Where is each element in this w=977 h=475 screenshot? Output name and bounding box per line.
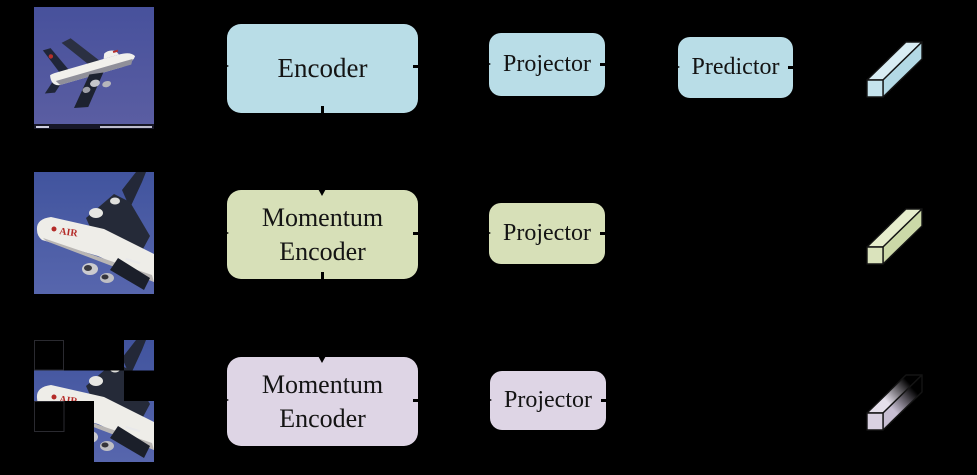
predictor-label: Predictor <box>691 54 780 80</box>
mask-patch-outlines <box>34 340 65 432</box>
arrow-stub-encoder-out <box>413 65 422 68</box>
airplane-photo-view-1 <box>34 7 154 129</box>
arrow-stub-projector-online-out <box>600 63 609 66</box>
encoder-box: Encoder <box>227 24 418 113</box>
momentum-encoder-label: Momentum Encoder <box>261 203 384 266</box>
projector-label: Projector <box>503 220 591 246</box>
mask-patches <box>34 340 154 462</box>
ema-arrowhead-into-momentum-encoder <box>317 187 327 196</box>
arrow-stub-momentum-encoder-out <box>413 232 422 235</box>
projector-label: Projector <box>504 387 592 413</box>
momentum-representation-bar <box>864 203 924 265</box>
arrowhead-into-projector-masked <box>482 395 492 405</box>
momentum-encoder-box-masked: Momentum Encoder <box>227 357 418 446</box>
projector-box-online: Projector <box>489 33 605 96</box>
arrow-stub-momentum-encoder-masked-out <box>413 399 422 402</box>
arrowhead-into-momentum-encoder <box>219 228 229 238</box>
masked-representation-bar <box>864 369 924 431</box>
momentum-encoder-label: Momentum Encoder <box>261 370 384 433</box>
online-representation-bar <box>864 36 924 98</box>
arrow-stub-predictor-out <box>788 66 797 69</box>
input-image-view2 <box>34 172 154 294</box>
ema-arrow-stub-from-encoder <box>321 106 324 114</box>
momentum-encoder-box: Momentum Encoder <box>227 190 418 279</box>
predictor-box: Predictor <box>678 37 793 98</box>
arrow-stub-projector-momentum-out <box>600 232 609 235</box>
ema-arrowhead-into-momentum-encoder-masked <box>317 354 327 363</box>
arrowhead-into-momentum-encoder-masked <box>219 395 229 405</box>
arrowhead-into-encoder <box>219 61 229 71</box>
arrowhead-into-projector-momentum <box>481 228 491 238</box>
arrowhead-into-projector-online <box>481 59 491 69</box>
projector-box-masked: Projector <box>490 371 606 430</box>
airplane-photo-view-2-masked <box>34 340 154 462</box>
projector-label: Projector <box>503 51 591 77</box>
projector-box-momentum: Projector <box>489 203 605 264</box>
input-image-view2-masked <box>34 340 154 462</box>
input-image-view1 <box>34 7 154 129</box>
ema-arrow-stub-from-momentum-encoder <box>321 272 324 280</box>
encoder-label: Encoder <box>277 53 368 84</box>
arrowhead-into-predictor <box>670 62 680 72</box>
arrow-stub-projector-masked-out <box>601 399 610 402</box>
airplane-photo-view-2 <box>34 172 154 294</box>
